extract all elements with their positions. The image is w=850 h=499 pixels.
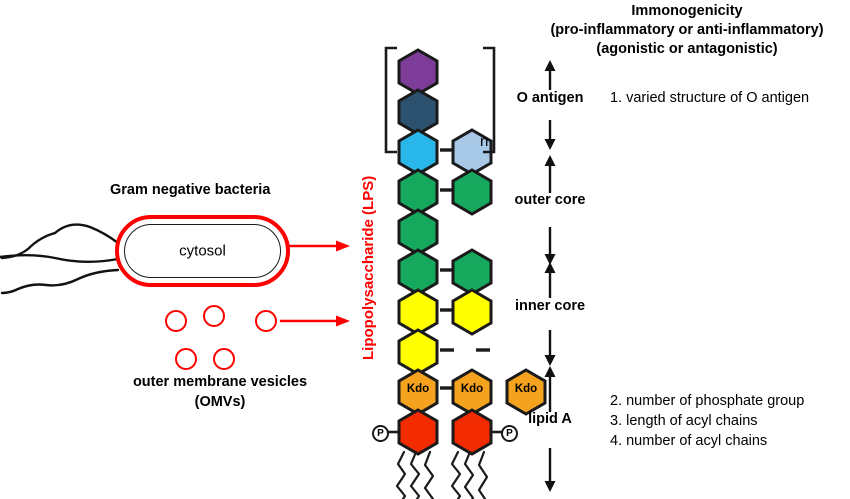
immunogenicity-header: Immonogenicity (pro-inflammatory or anti… [527, 2, 847, 59]
region-label-outer-core: outer core [514, 192, 586, 208]
omv-title-line-2: (OMVs) [194, 394, 246, 410]
hexagon-green [397, 168, 439, 216]
omv-vesicle [165, 310, 187, 332]
omv-vesicle [203, 305, 225, 327]
hexagon-glucosamine [397, 408, 439, 456]
note-item-4: 4. number of acyl chains [610, 433, 768, 449]
hexagon-yellow [397, 288, 439, 336]
region-label-o-antigen: O antigen [516, 90, 584, 106]
flagella-group [0, 215, 130, 305]
hexagon-green [397, 248, 439, 296]
header-line-2: (pro-inflammatory or anti-inflammatory) [550, 22, 824, 38]
hexagon-yellow-branch [451, 288, 493, 336]
hexagon-green-branch [451, 248, 493, 296]
notes-lipid-a-group: 2. number of phosphate group 3. length o… [610, 391, 804, 451]
header-line-3: (agonistic or antagonistic) [596, 41, 778, 57]
arrow-omv-to-lps [280, 313, 350, 329]
repeat-unit-subscript: n [480, 133, 489, 150]
arrow-cell-to-lps [288, 238, 350, 254]
region-label-lipid-a: lipid A [528, 411, 572, 427]
note-item-2: 2. number of phosphate group [610, 393, 805, 409]
cytosol-label: cytosol [179, 242, 226, 260]
omv-group [165, 305, 275, 370]
repeat-unit-bracket [383, 46, 497, 154]
acyl-chains [395, 450, 489, 499]
hexagon-green [397, 208, 439, 256]
hexagon-green-branch [451, 168, 493, 216]
omv-vesicle [175, 348, 197, 370]
hexagon-kdo [451, 368, 493, 416]
region-axis-inner-core [541, 262, 559, 366]
omv-title: outer membrane vesicles (OMVs) [105, 372, 335, 412]
lipopolysaccharide-axis-label: Lipopolysaccharide (LPS) [360, 175, 377, 360]
sugar-chain-svg [388, 48, 547, 499]
region-axis-outer-core [541, 155, 559, 265]
bacterium-outer-membrane: cytosol [115, 215, 290, 287]
note-item-1: 1. varied structure of O antigen [610, 90, 810, 106]
header-line-1: Immonogenicity [631, 3, 743, 19]
gram-negative-bacteria-title: Gram negative bacteria [110, 182, 271, 198]
omv-vesicle-labeled [255, 310, 277, 332]
hexagon-kdo [505, 368, 547, 416]
note-item-3: 3. length of acyl chains [610, 413, 758, 429]
lps-molecule-structure: Kdo Kdo Kdo P P [372, 28, 547, 499]
phosphate-group-right: P [501, 425, 518, 442]
hexagon-glucosamine [451, 408, 493, 456]
region-axis-o-antigen [541, 60, 559, 150]
hexagon-yellow [397, 328, 439, 376]
hexagon-kdo [397, 368, 439, 416]
phosphate-group-left: P [372, 425, 389, 442]
omv-title-line-1: outer membrane vesicles [132, 374, 308, 390]
region-label-inner-core: inner core [514, 298, 586, 314]
region-axis-lipid-a [541, 366, 559, 492]
bacterium-inner-membrane: cytosol [124, 224, 281, 278]
omv-vesicle [213, 348, 235, 370]
